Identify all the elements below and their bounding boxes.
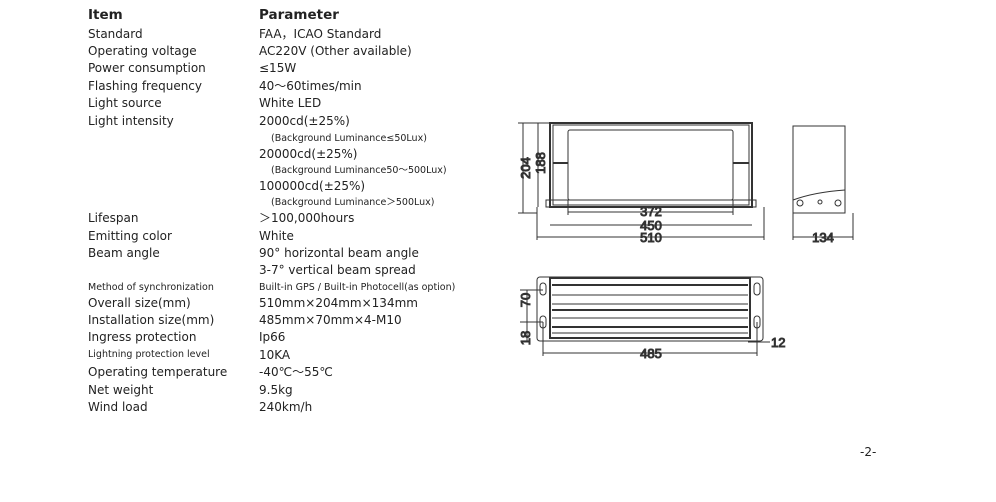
- dim-485: 485: [640, 346, 662, 361]
- spec-item-label: Beam angle: [88, 246, 160, 260]
- spec-value: 3-7° vertical beam spread: [259, 263, 416, 277]
- spec-value: ＞100,000hours: [259, 211, 355, 225]
- bottom-view: [520, 276, 770, 356]
- spec-value: 100000cd(±25%): [259, 179, 366, 193]
- spec-value: 10KA: [259, 348, 291, 362]
- spec-value: 485mm×70mm×4-M10: [259, 313, 402, 327]
- dim-134: 134: [812, 230, 834, 245]
- spec-item-label: Installation size(mm): [88, 313, 215, 327]
- dim-450: 450: [640, 218, 662, 233]
- spec-value: 40～60times/min: [259, 79, 362, 93]
- spec-item-label: Ingress protection: [88, 330, 197, 344]
- page-number: -2-: [860, 445, 877, 459]
- spec-item-label: Overall size(mm): [88, 296, 191, 310]
- spec-value: Ip66: [259, 330, 286, 344]
- spec-value: 2000cd(±25%): [259, 114, 350, 128]
- dim-12: 12: [771, 335, 785, 350]
- dim-188: 188: [533, 152, 548, 174]
- spec-item-label: Net weight: [88, 383, 154, 397]
- dim-70: 70: [518, 293, 533, 307]
- spec-value: 20000cd(±25%): [259, 147, 358, 161]
- dim-372: 372: [640, 204, 662, 219]
- spec-item-label: Emitting color: [88, 229, 172, 243]
- spec-value-note: (Background Luminance50～500Lux): [271, 165, 447, 176]
- spec-item-label: Lifespan: [88, 211, 139, 225]
- spec-value-note: (Background Luminance≤50Lux): [271, 133, 427, 144]
- spec-value: FAA，ICAO Standard: [259, 27, 382, 41]
- spec-value: White: [259, 229, 294, 243]
- spec-value-note: (Background Luminance＞500Lux): [271, 197, 435, 208]
- spec-value: 240km/h: [259, 400, 313, 414]
- spec-item-label: Method of synchronization: [88, 282, 214, 293]
- spec-item-label: Standard: [88, 27, 143, 41]
- spec-value: ≤15W: [259, 61, 297, 75]
- spec-item-label: Lightning protection level: [88, 349, 210, 360]
- item-header: Item: [88, 7, 123, 23]
- spec-value: AC220V (Other available): [259, 44, 412, 58]
- spec-item-label: Operating voltage: [88, 44, 197, 58]
- dim-204: 204: [518, 157, 533, 179]
- parameter-header: Parameter: [259, 7, 339, 23]
- dim-18: 18: [518, 331, 533, 345]
- spec-value: 510mm×204mm×134mm: [259, 296, 418, 310]
- spec-value: 9.5kg: [259, 383, 293, 397]
- side-view: [792, 125, 854, 240]
- front-view: [518, 122, 765, 240]
- spec-value: 90° horizontal beam angle: [259, 246, 419, 260]
- spec-item-label: Wind load: [88, 400, 148, 414]
- spec-value: White LED: [259, 96, 322, 110]
- spec-item-label: Flashing frequency: [88, 79, 203, 93]
- spec-value: Built-in GPS / Built-in Photocell(as opt…: [259, 282, 456, 293]
- spec-value: -40℃～55℃: [259, 365, 333, 379]
- spec-item-label: Light source: [88, 96, 162, 110]
- spec-item-label: Power consumption: [88, 61, 206, 75]
- spec-item-label: Operating temperature: [88, 365, 228, 379]
- spec-item-label: Light intensity: [88, 114, 174, 128]
- dim-510: 510: [640, 230, 662, 245]
